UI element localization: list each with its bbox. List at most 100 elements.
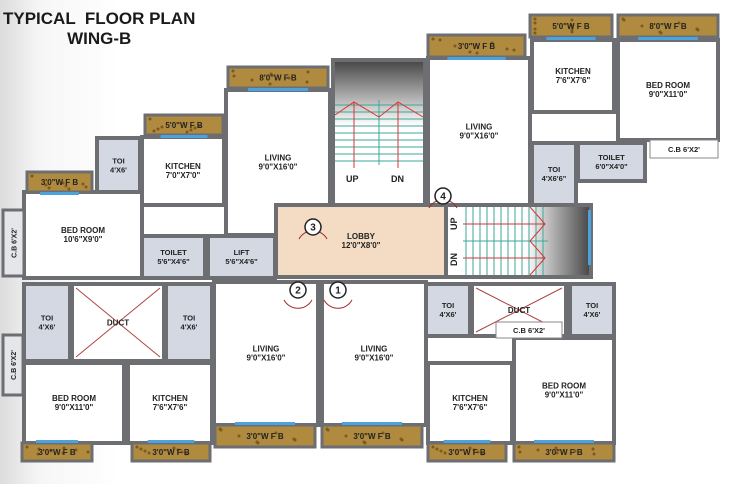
room-name: TOI [183, 314, 195, 323]
subtitle-text: WING-B [67, 29, 132, 48]
room-size: 9'0"X11'0" [55, 403, 94, 412]
wfb-label: 3'0"W F B [38, 448, 75, 457]
stair-down-label: DN [449, 253, 459, 266]
window-flower-bed: 3'0"W F B [25, 170, 94, 195]
room-name: DUCT [107, 319, 129, 328]
room-size: 4'X6' [584, 310, 601, 319]
room-name: KITCHEN [165, 162, 201, 171]
cupboard-strip: C.B 6'X2' [1, 333, 25, 397]
room-name: TOI [586, 301, 598, 310]
room-size: 7'6"X7'6" [453, 403, 488, 412]
flat-door-4: 4 [428, 187, 458, 209]
window-flower-bed: 3'0"W F B [213, 422, 317, 449]
wfb-label: 5'0"W F B [165, 121, 202, 130]
wfb-label: 3'0"W F B [246, 432, 283, 441]
wfb-label: 8'0"W F B [649, 22, 686, 31]
wfb-label: 5'0"W F B [552, 22, 589, 31]
window-flower-bed: 3'0"W F B [426, 440, 508, 463]
stair-up-label: UP [449, 217, 459, 230]
window-flower-bed: 3'0"W F B [512, 440, 616, 463]
room-name: TOI [442, 301, 454, 310]
title-text: TYPICAL FLOOR PLAN [3, 9, 196, 28]
flat-door-2: 2 [283, 281, 313, 309]
stair-down-label: DN [391, 174, 404, 184]
wfb-label: 3'0"W F B [545, 448, 582, 457]
room-name: C.B 6'X2' [668, 145, 700, 154]
room-name: TOI [548, 165, 560, 174]
room-name: LIVING [361, 345, 388, 354]
plan-title: TYPICAL FLOOR PLAN WING-B [3, 9, 195, 49]
staircase: UP DN [444, 203, 593, 279]
window-flower-bed: 3'0"W F B [130, 440, 212, 463]
room-size: 10'6"X9'0" [64, 235, 103, 244]
room-size: 5'6"X4'6" [225, 257, 258, 266]
wfb-label: 3'0"W F B [458, 42, 495, 51]
room-size: 7'0"X7'0" [166, 171, 201, 180]
room-name: BED ROOM [52, 394, 96, 403]
room-name: C.B 6'X2' [513, 326, 545, 335]
flat-number: 1 [335, 286, 341, 297]
wfb-label: 3'0"W F B [448, 448, 485, 457]
room-size: 9'0"X16'0" [247, 354, 286, 363]
room-name: LOBBY [347, 232, 376, 241]
wfb-label: 8'0"W F B [259, 74, 296, 83]
room-c-b-x-: C.B 6'X2' [495, 321, 563, 339]
room-size: 5'6"X4'6" [157, 257, 190, 266]
room-size: 12'0"X8'0" [342, 241, 381, 250]
room-size: 4'X6'6" [542, 174, 567, 183]
room-size: 9'0"X16'0" [460, 132, 499, 141]
room-name: BED ROOM [61, 226, 105, 235]
room-size: 9'0"X11'0" [649, 90, 688, 99]
cb-label: C.B 6'X2' [12, 228, 19, 258]
room-size: 4'X6' [39, 323, 56, 332]
flat-number: 3 [310, 223, 316, 234]
room-name: TOI [41, 314, 53, 323]
cupboard-strip: C.B 6'X2' [1, 208, 26, 278]
room-size: 9'0"X11'0" [545, 391, 584, 400]
room-name: BED ROOM [542, 382, 586, 391]
flat-door-3: 3 [298, 218, 328, 240]
window-flower-bed: 8'0"W F B [616, 13, 720, 40]
flat-number: 2 [295, 286, 301, 297]
room-name: TOILET [160, 248, 187, 257]
room-duct: DUCT [70, 282, 166, 363]
room-name: KITCHEN [152, 394, 188, 403]
room-name: LIVING [253, 345, 280, 354]
stair-up-label: UP [346, 174, 359, 184]
window-flower-bed: 5'0"W F B [143, 113, 225, 138]
window-flower-bed: 5'0"W F B [528, 13, 614, 40]
flat-number: 4 [440, 192, 446, 203]
window-flower-bed: 3'0"W F B [426, 33, 527, 60]
window-flower-bed: 8'0"W F B [226, 65, 330, 91]
room-name: DUCT [508, 306, 530, 315]
room-name: KITCHEN [452, 394, 488, 403]
window-flower-bed: 3'0"W F B [20, 440, 94, 463]
room-name: BED ROOM [646, 81, 690, 90]
room-name: TOILET [598, 153, 625, 162]
room-size: 4'X6' [110, 166, 127, 175]
staircase: UP DN [331, 58, 427, 207]
room-size: 7'6"X7'6" [556, 76, 591, 85]
room-name: LIVING [466, 123, 493, 132]
room-name: TOI [112, 157, 124, 166]
room-name: LIVING [265, 154, 292, 163]
wfb-label: 3'0"W F B [152, 448, 189, 457]
